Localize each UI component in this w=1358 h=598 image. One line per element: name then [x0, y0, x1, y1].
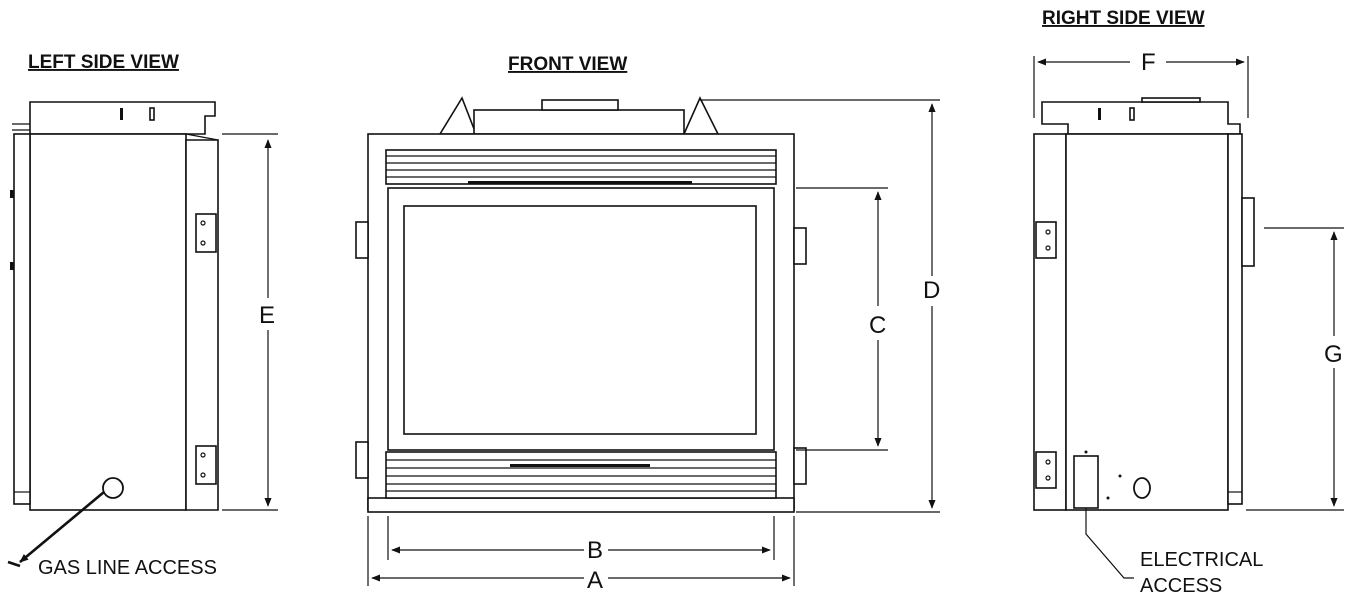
left-hinge-top	[195, 213, 217, 253]
front-left-standoff	[438, 96, 478, 135]
gas-line-leader	[19, 491, 105, 563]
left-main-body	[29, 133, 187, 511]
right-back-vent	[1241, 197, 1255, 267]
left-back-tab-1	[10, 190, 14, 198]
right-front-column	[1033, 133, 1067, 511]
left-side-view: E GAS LINE ACCESS	[7, 101, 278, 579]
dim-g-label: G	[1324, 341, 1343, 368]
right-side-view: F G ELECTRICAL ACCESS	[1033, 49, 1344, 597]
left-back-column	[13, 133, 31, 505]
electrical-label-line2: ACCESS	[1140, 575, 1222, 597]
left-slot-1	[120, 108, 123, 120]
electrical-access-box	[1073, 455, 1099, 509]
front-top-louver	[385, 149, 777, 185]
left-front-column-cap	[185, 133, 219, 141]
left-side-view-title: LEFT SIDE VIEW	[28, 52, 179, 73]
dim-c-label: C	[869, 312, 886, 339]
left-back-tab-2	[10, 262, 14, 270]
electrical-dot-3	[1106, 496, 1110, 500]
electrical-leader	[1085, 508, 1134, 579]
front-view: C D B A	[355, 96, 940, 594]
dim-a-label: A	[587, 567, 603, 594]
right-hinge-bottom-pin-1	[1045, 459, 1051, 465]
front-right-tab-top	[793, 227, 807, 265]
right-top-flange	[1041, 101, 1241, 135]
right-back-column	[1227, 133, 1243, 505]
right-slot-2	[1129, 107, 1135, 121]
left-hinge-top-pin-2	[200, 240, 206, 246]
right-hinge-top-pin-1	[1045, 229, 1051, 235]
left-slot-2	[149, 107, 155, 121]
dim-b-label: B	[587, 537, 603, 564]
gas-access-hole	[102, 477, 124, 499]
right-main-body	[1065, 133, 1229, 511]
electrical-label-line1: ELECTRICAL	[1140, 549, 1263, 571]
electrical-dot-1	[1084, 450, 1088, 454]
front-left-tab-top	[355, 221, 369, 259]
front-glass-panel	[403, 205, 757, 435]
front-flue-collar	[541, 99, 619, 111]
front-left-tab-bottom	[355, 441, 369, 479]
front-right-tab-bottom	[793, 447, 807, 485]
right-top-collar	[1141, 97, 1201, 103]
front-right-standoff	[682, 96, 720, 135]
right-hinge-bottom-pin-2	[1045, 475, 1051, 481]
dim-d-label: D	[923, 277, 940, 304]
right-access-hole	[1133, 477, 1151, 499]
front-top-plate	[473, 109, 685, 135]
right-hinge-top-pin-2	[1045, 245, 1051, 251]
left-hinge-top-pin-1	[200, 220, 206, 226]
front-base-plate	[367, 497, 795, 513]
left-hinge-bottom	[195, 445, 217, 485]
gas-line-leader-tail	[7, 560, 21, 568]
dim-f-label: F	[1141, 49, 1156, 76]
top-louver-bar	[468, 181, 692, 184]
front-view-title: FRONT VIEW	[508, 54, 627, 75]
electrical-dot-2	[1118, 474, 1122, 478]
bottom-louver-bar	[510, 464, 650, 467]
left-hinge-bottom-pin-2	[200, 472, 206, 478]
right-hinge-bottom	[1035, 451, 1057, 489]
right-slot-1	[1098, 108, 1101, 120]
right-hinge-top	[1035, 221, 1057, 259]
right-side-view-title: RIGHT SIDE VIEW	[1042, 8, 1205, 29]
dim-e-label: E	[259, 302, 275, 329]
gas-line-access-label: GAS LINE ACCESS	[38, 557, 217, 579]
left-hinge-bottom-pin-1	[200, 452, 206, 458]
